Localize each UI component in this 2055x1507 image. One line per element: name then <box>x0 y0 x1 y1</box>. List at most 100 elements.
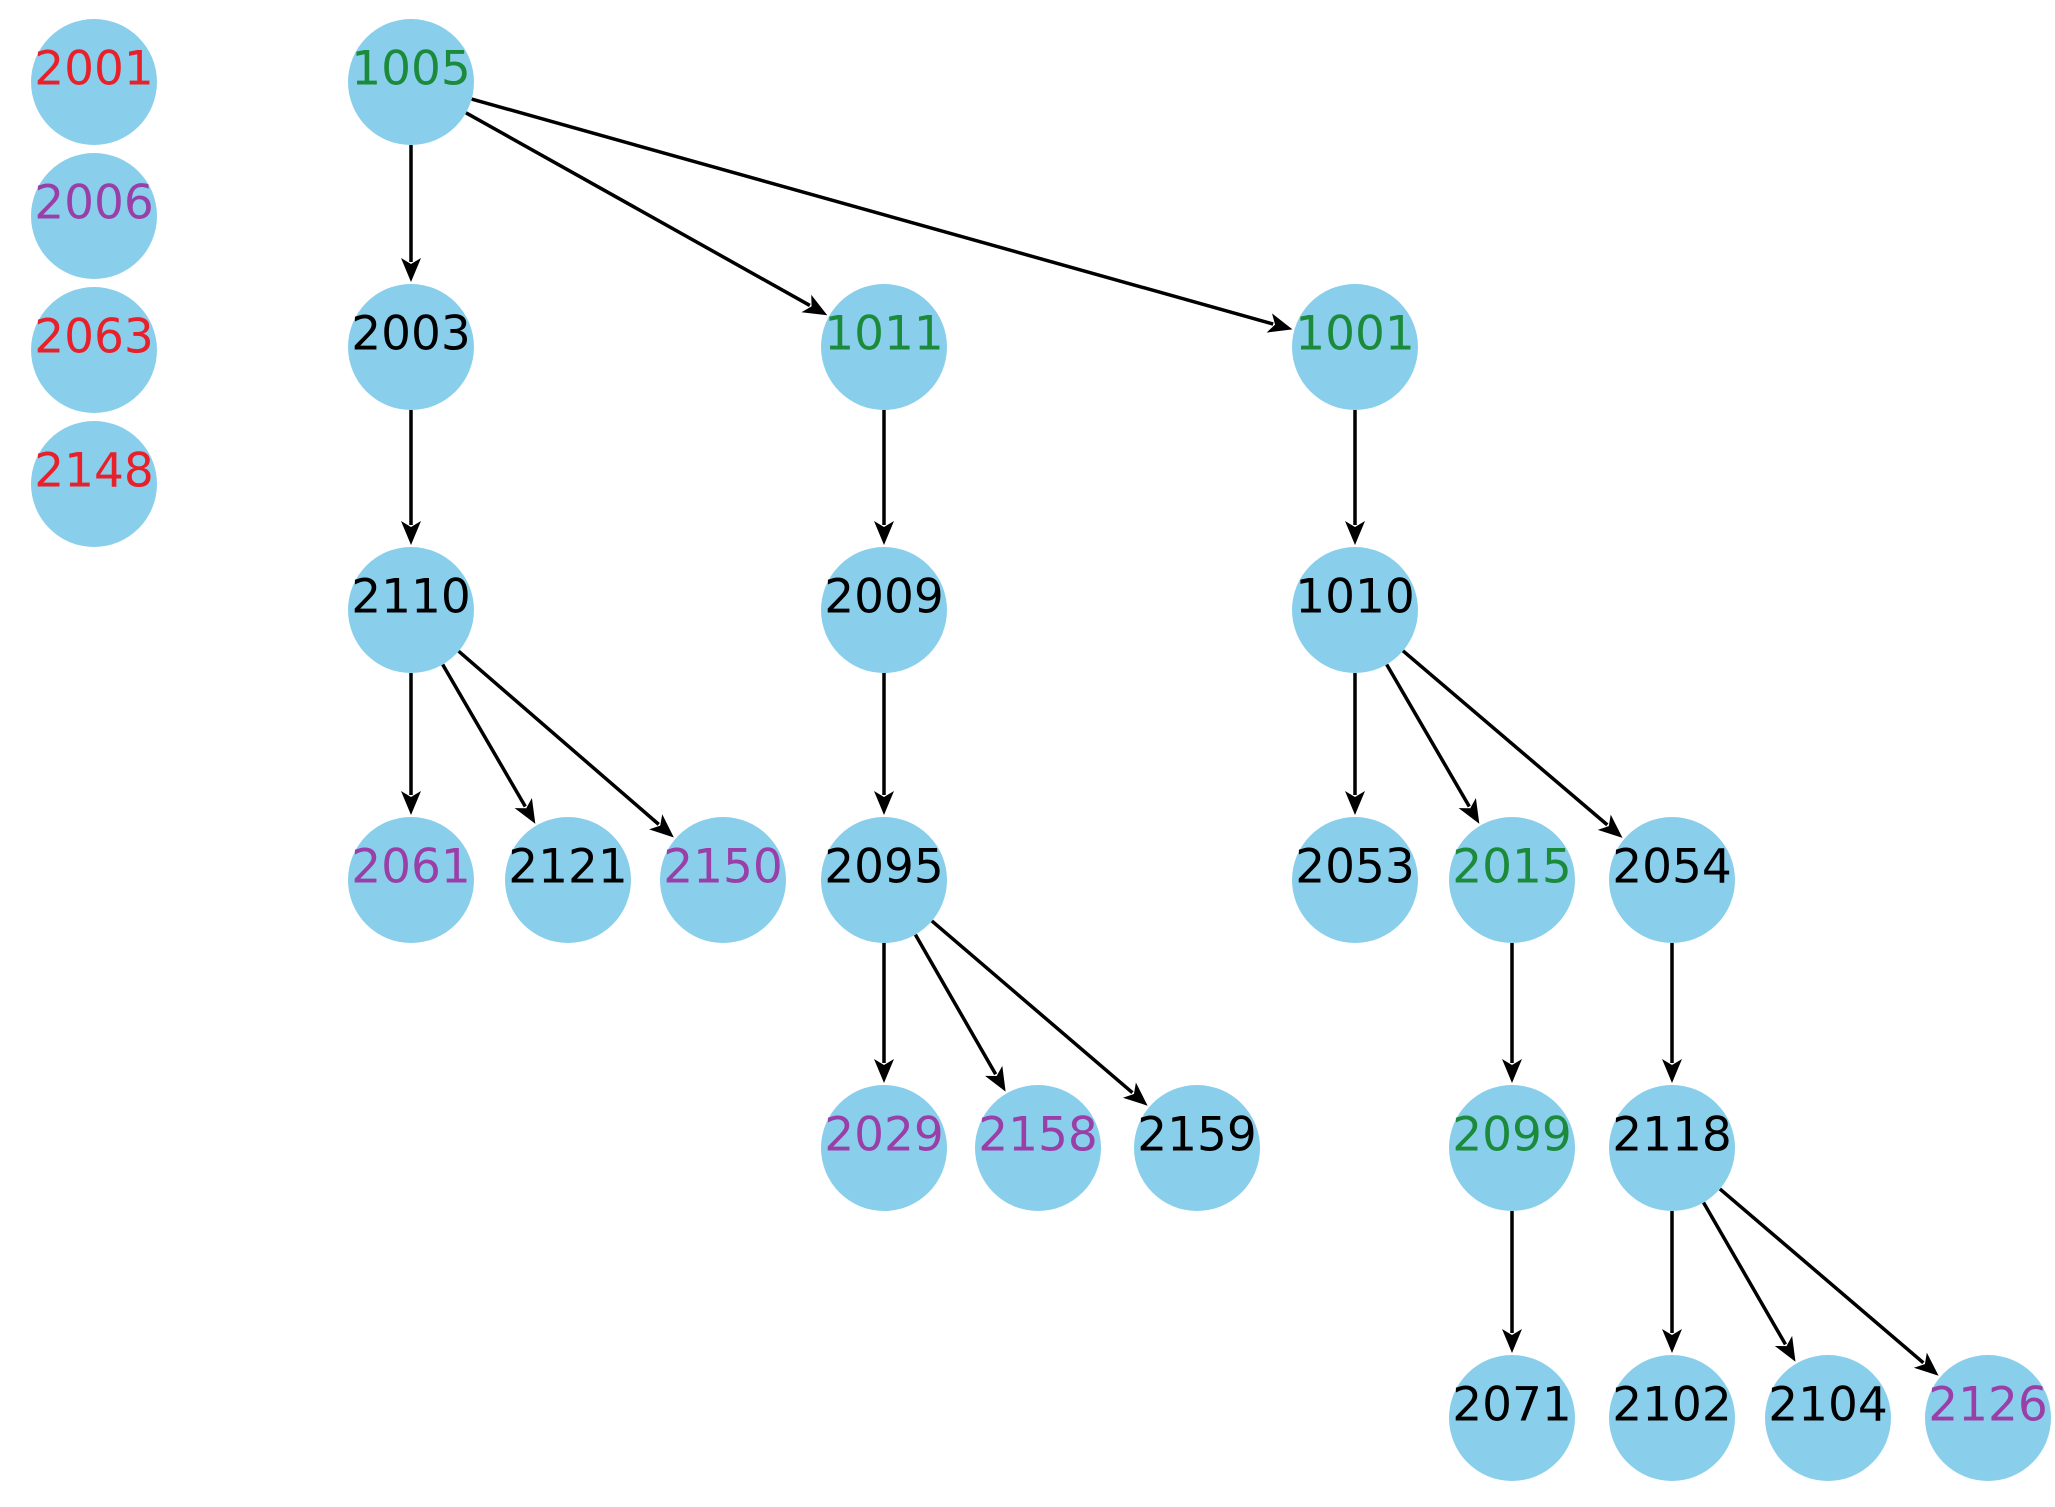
node-circle <box>31 19 157 145</box>
node-label: 2110 <box>351 570 471 625</box>
node-circle <box>1292 547 1418 673</box>
edge-2095-2158 <box>913 933 1006 1092</box>
node-2126: 2126 <box>1925 1355 2051 1481</box>
node-label: 2159 <box>1137 1108 1257 1163</box>
node-1011: 1011 <box>821 284 947 410</box>
node-label: 2053 <box>1295 840 1415 895</box>
edge-line <box>471 97 1274 326</box>
node-label: 2118 <box>1612 1108 1732 1163</box>
edge-2015-2099 <box>1502 943 1522 1083</box>
node-2003: 2003 <box>348 284 474 410</box>
arrowhead <box>1774 1335 1796 1362</box>
node-circle <box>505 817 631 943</box>
edge-line <box>1702 1201 1787 1346</box>
node-label: 1011 <box>824 307 944 362</box>
edge-2003-2110 <box>401 410 421 545</box>
edge-line <box>465 111 811 307</box>
node-circle <box>660 817 786 943</box>
node-2063: 2063 <box>31 287 157 413</box>
edge-line <box>1718 1187 1925 1365</box>
node-2158: 2158 <box>975 1085 1101 1211</box>
node-1001: 1001 <box>1292 284 1418 410</box>
node-circle <box>821 547 947 673</box>
edge-1010-2054 <box>1401 649 1623 838</box>
node-circle <box>1292 817 1418 943</box>
node-label: 2095 <box>824 840 944 895</box>
edge-1001-1010 <box>1345 410 1365 545</box>
node-circle <box>1449 1085 1575 1211</box>
edge-2110-2150 <box>457 649 674 838</box>
node-circle <box>1925 1355 2051 1481</box>
node-label: 2102 <box>1612 1378 1732 1433</box>
node-circle <box>31 153 157 279</box>
node-circle <box>821 1085 947 1211</box>
node-circle <box>348 284 474 410</box>
node-circle <box>31 421 157 547</box>
edge-line <box>457 649 660 826</box>
edge-2110-2121 <box>441 663 536 824</box>
node-label: 2071 <box>1452 1378 1572 1433</box>
arrowhead <box>1266 313 1293 333</box>
edge-2118-2126 <box>1718 1187 1939 1376</box>
node-label: 2009 <box>824 570 944 625</box>
edge-2095-2029 <box>874 943 894 1083</box>
node-label: 2006 <box>34 176 154 231</box>
node-label: 2121 <box>508 840 628 895</box>
node-label: 2054 <box>1612 840 1732 895</box>
node-circle <box>31 287 157 413</box>
arrowhead <box>874 791 894 815</box>
edge-line <box>1385 663 1471 808</box>
node-label: 2150 <box>663 840 783 895</box>
node-circle <box>821 284 947 410</box>
node-2099: 2099 <box>1449 1085 1575 1211</box>
node-circle <box>1292 284 1418 410</box>
arrowhead <box>1502 1329 1522 1353</box>
node-circle <box>1765 1355 1891 1481</box>
node-2110: 2110 <box>348 547 474 673</box>
edge-2118-2102 <box>1662 1211 1682 1353</box>
arrowhead <box>1662 1059 1682 1083</box>
edge-2054-2118 <box>1662 943 1682 1083</box>
arrowhead <box>1662 1329 1682 1353</box>
node-2001: 2001 <box>31 19 157 145</box>
arrowhead <box>1913 1352 1939 1376</box>
edge-line <box>930 919 1134 1095</box>
node-circle <box>1134 1085 1260 1211</box>
node-label: 2003 <box>351 307 471 362</box>
node-label: 2099 <box>1452 1108 1572 1163</box>
node-circle <box>1609 817 1735 943</box>
edges-layer <box>401 97 1939 1376</box>
node-1005: 1005 <box>348 19 474 145</box>
arrowhead <box>874 1059 894 1083</box>
node-label: 2029 <box>824 1108 944 1163</box>
edge-1010-2053 <box>1345 673 1365 815</box>
node-circle <box>1609 1085 1735 1211</box>
arrowhead <box>1597 814 1623 838</box>
edge-1011-2009 <box>874 410 894 545</box>
node-circle <box>348 547 474 673</box>
node-2053: 2053 <box>1292 817 1418 943</box>
edge-2099-2071 <box>1502 1211 1522 1353</box>
node-label: 2104 <box>1768 1378 1888 1433</box>
node-1010: 1010 <box>1292 547 1418 673</box>
node-2104: 2104 <box>1765 1355 1891 1481</box>
nodes-layer: 2001 2006 2063 2148 1005 2003 1011 1001 2110 2009… <box>31 19 2051 1481</box>
arrowhead <box>1345 791 1365 815</box>
arrowhead <box>401 521 421 545</box>
edge-line <box>913 933 998 1076</box>
node-2150: 2150 <box>660 817 786 943</box>
node-2029: 2029 <box>821 1085 947 1211</box>
arrowhead <box>401 258 421 282</box>
edge-line <box>1401 649 1609 827</box>
edge-2110-2061 <box>401 673 421 815</box>
node-circle <box>1609 1355 1735 1481</box>
node-circle <box>1449 1355 1575 1481</box>
node-2102: 2102 <box>1609 1355 1735 1481</box>
node-label: 2063 <box>34 310 154 365</box>
node-label: 2001 <box>34 42 154 97</box>
node-2148: 2148 <box>31 421 157 547</box>
node-circle <box>821 817 947 943</box>
edge-1005-1001 <box>471 97 1293 333</box>
node-2159: 2159 <box>1134 1085 1260 1211</box>
